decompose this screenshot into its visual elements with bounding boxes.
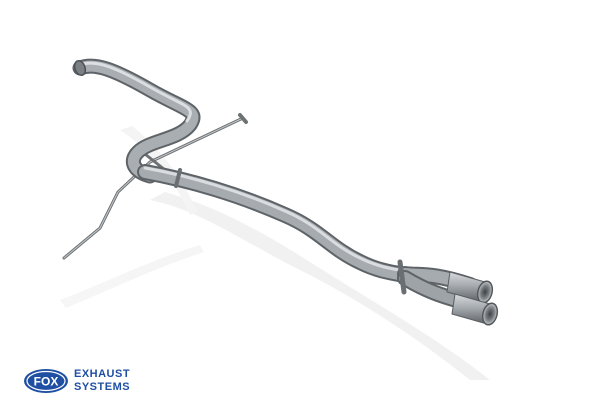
ground-shadow <box>60 126 490 380</box>
logo-brand-text: FOX <box>34 375 59 389</box>
logo-line-1: EXHAUST <box>74 368 131 380</box>
fox-logo-icon: FOX <box>24 369 68 393</box>
logo-line-2: SYSTEMS <box>74 381 131 393</box>
tailpipe-tip-lower <box>451 293 499 326</box>
inlet-pipe <box>72 58 201 184</box>
main-pipe <box>137 164 418 284</box>
brand-logo: FOX EXHAUST SYSTEMS <box>22 366 162 396</box>
